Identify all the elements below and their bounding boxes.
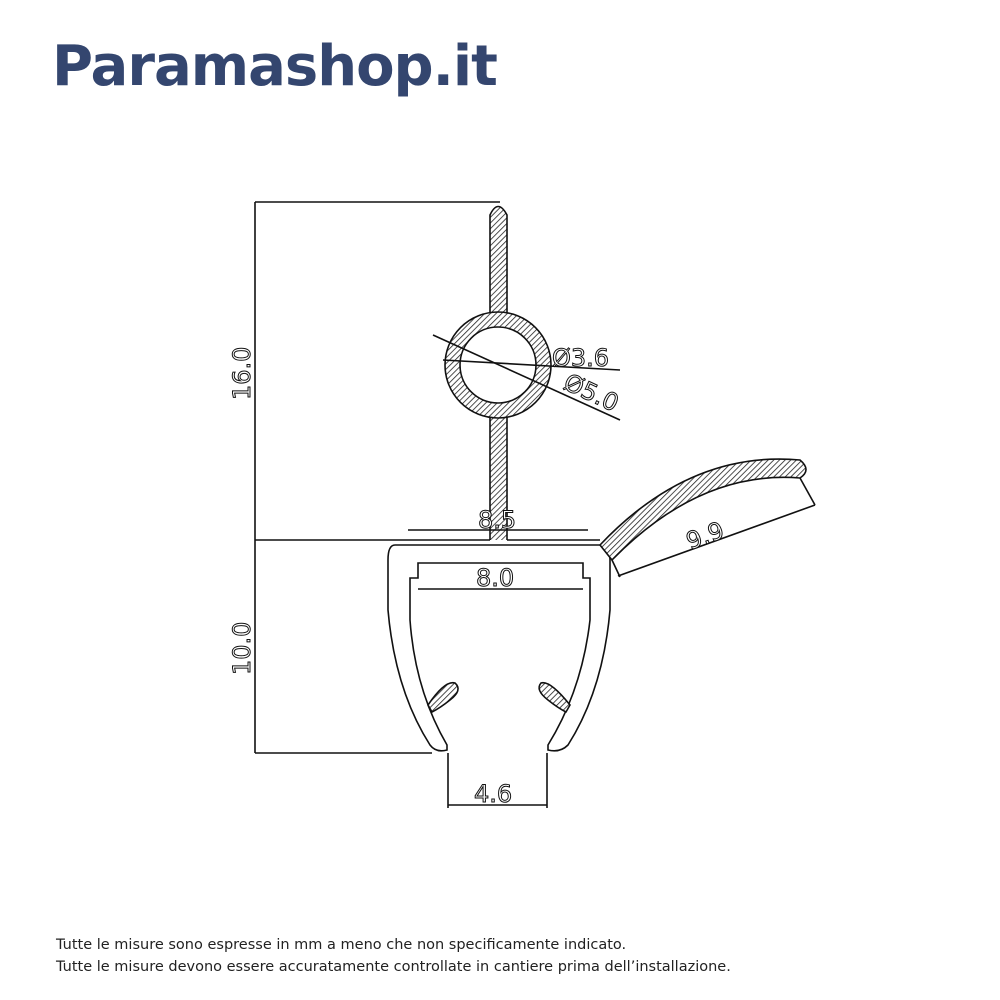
sealing-lip — [598, 458, 807, 562]
brand-logo: Paramashop.it — [52, 34, 498, 99]
channel — [387, 544, 611, 752]
dim-top-width: 8.5 — [478, 506, 516, 534]
right-grip — [538, 681, 571, 714]
dim-outer-diameter: Ø5.0 — [559, 368, 623, 417]
notes: Tutte le misure sono espresse in mm a me… — [56, 934, 731, 978]
note-line: Tutte le misure devono essere accuratame… — [56, 959, 731, 975]
left-grip — [427, 681, 459, 714]
note-line: Tutte le misure sono espresse in mm a me… — [56, 937, 627, 953]
dim-lip-length: 9.9 — [682, 516, 727, 555]
dim-fin-height: 16.0 — [228, 347, 256, 400]
dim-channel-height: 10.0 — [228, 622, 256, 675]
dim-inner-diameter: Ø3.6 — [552, 344, 609, 372]
dim-opening-width: 4.6 — [474, 780, 512, 808]
dim-inner-width: 8.0 — [476, 564, 514, 592]
